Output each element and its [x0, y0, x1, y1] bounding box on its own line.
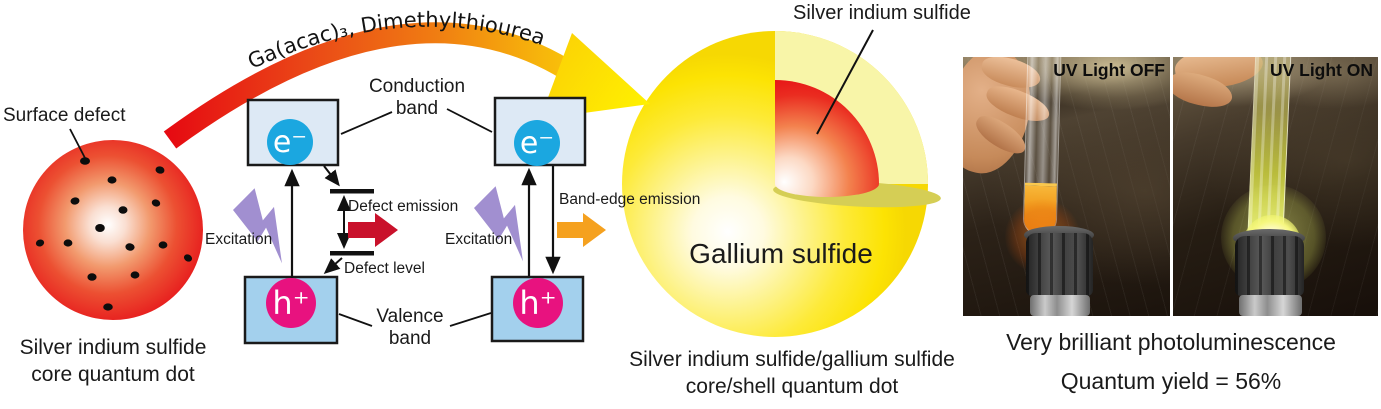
uv-lamp-head: [1026, 233, 1093, 296]
core-pointer-line: [816, 29, 874, 135]
valence-band-label: Valence band: [345, 306, 475, 350]
photoluminescence-caption: Very brilliant photoluminescence: [1006, 329, 1336, 355]
defect-level-bar-lower: [330, 251, 374, 256]
surface-defect-pointer-line: [69, 128, 86, 159]
core-shell-sphere: [622, 29, 941, 337]
hole-symbol-shell: h⁺: [519, 284, 556, 322]
uv-off-label: UV Light OFF: [1053, 60, 1165, 80]
conduction-band-label: Conduction band: [352, 76, 482, 120]
conduction-band-line2: band: [395, 97, 439, 119]
excitation-bolt-shell: [474, 186, 523, 262]
conduction-band-line1: Conduction: [368, 76, 466, 97]
uv-lamp-head: [1235, 236, 1304, 296]
uv-on-label: UV Light ON: [1269, 60, 1373, 80]
electron-symbol-shell: e⁻: [520, 126, 554, 161]
surface-defect-label: Surface defect: [3, 105, 126, 126]
valence-band-line1: Valence: [376, 306, 444, 327]
conduction-label-line-right: [446, 108, 493, 133]
electron-symbol-core: e⁻: [273, 125, 307, 160]
band-diagram-core: e⁻ h⁺: [233, 98, 493, 345]
band-diagram-core-shell: e⁻ h⁺: [474, 96, 606, 343]
core-shell-caption-line1: Silver indium sulfide/gallium sulfide: [629, 348, 955, 371]
electron-circle-core: [267, 119, 313, 165]
defect-emission-label: Defect emission: [348, 198, 459, 215]
relaxation-arrow-to-defect: [323, 165, 340, 187]
band-edge-emission-label: Band-edge emission: [559, 191, 701, 208]
core-quantum-dot-sphere: [23, 128, 203, 320]
quantum-yield-caption: Quantum yield = 56%: [1060, 368, 1282, 394]
relaxation-arrow-to-valence: [323, 257, 343, 274]
conduction-label-line-left: [340, 111, 393, 135]
defect-level-label: Defect level: [344, 260, 425, 277]
reaction-arrow-shaft: [163, 22, 592, 149]
defect-level-bar-upper: [330, 189, 374, 194]
photo-uv-on: UV Light ON: [1173, 57, 1378, 316]
hole-symbol-core: h⁺: [272, 284, 309, 322]
valence-label-line-right: [449, 312, 492, 327]
excitation-label-shell: Excitation: [445, 231, 513, 248]
valence-label-line-left: [338, 313, 373, 327]
core-shell-qd-caption: Silver indium sulfide/gallium sulfide co…: [597, 346, 987, 401]
valence-band-line2: band: [388, 327, 432, 349]
excitation-bolt-core: [233, 188, 282, 264]
excitation-label-core: Excitation: [205, 231, 273, 248]
shell-material-label: Gallium sulfide: [689, 238, 873, 269]
core-dome: [775, 80, 879, 197]
uv-lamp-metal-band: [1030, 295, 1090, 316]
band-edge-emission-arrow: [557, 213, 606, 247]
defect-emission-arrow: [348, 213, 398, 247]
photo-uv-off: UV Light OFF: [963, 57, 1170, 316]
electron-circle-shell: [514, 120, 560, 166]
core-shell-caption-line2: core/shell quantum dot: [685, 375, 899, 399]
hole-circle-shell: [513, 278, 563, 328]
core-material-label: Silver indium sulfide: [793, 2, 971, 24]
core-qd-caption-line2: core quantum dot: [31, 363, 195, 387]
core-qd-caption: Silver indium sulfide core quantum dot: [3, 334, 223, 389]
surface-defect-dots: [35, 157, 193, 311]
uv-lamp-metal-band: [1239, 295, 1302, 316]
hole-circle-core: [266, 278, 316, 328]
core-qd-caption-line1: Silver indium sulfide: [19, 336, 207, 359]
core-sphere: [23, 140, 203, 320]
